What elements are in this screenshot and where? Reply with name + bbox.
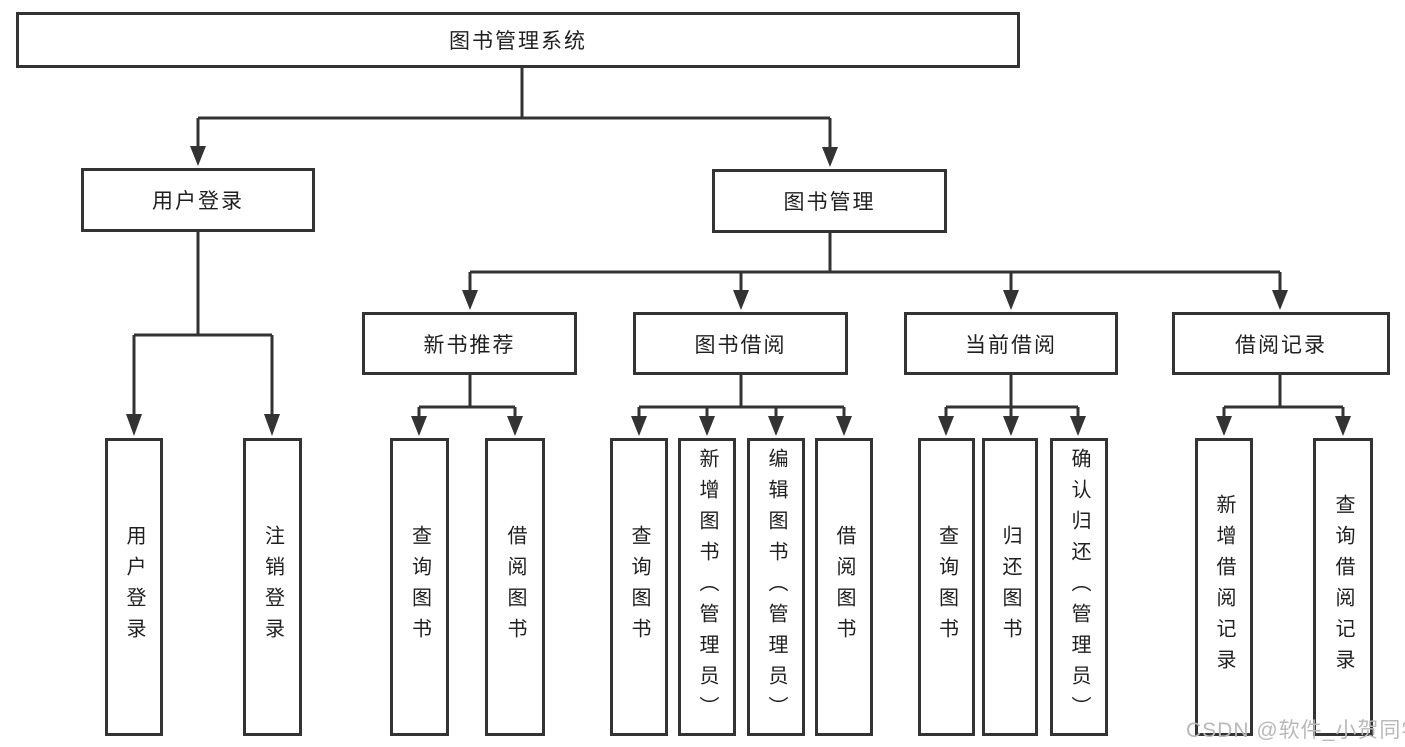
arrowhead [733,290,749,310]
node-label: 当前借阅 [965,333,1057,357]
arrowhead [126,414,142,436]
connector-root-fork [196,68,832,149]
leaf-label: 新增借阅记录 [1213,494,1235,680]
leaf-search-books-rec: 查询图书 [390,438,449,736]
arrowhead [507,416,523,436]
leaf-borrow-books-bb: 借阅图书 [815,438,873,736]
arrowhead [190,146,206,166]
connector-user-login-fork [132,232,274,416]
leaf-label: 借阅图书 [833,525,855,649]
node-library-management-system: 图书管理系统 [16,12,1020,68]
leaf-add-borrow-record: 新增借阅记录 [1195,438,1253,736]
arrowhead [836,416,852,436]
connector-book-mgmt-fork [468,233,1282,292]
connector-borrow-record-fork [1222,375,1345,418]
arrowhead [699,416,715,436]
arrowhead [768,416,784,436]
leaf-label: 查询图书 [935,525,958,649]
node-label: 借阅记录 [1235,333,1327,357]
leaf-borrow-books-rec: 借阅图书 [485,438,545,736]
node-current-borrowing: 当前借阅 [904,312,1118,375]
leaf-return-books: 归还图书 [982,438,1038,736]
leaf-label: 查询借阅记录 [1332,494,1354,680]
node-borrowing-records: 借阅记录 [1172,312,1390,375]
arrowhead [462,290,478,310]
connector-new-book-rec-fork [417,375,517,418]
leaf-user-login: 用户登录 [105,438,163,736]
arrowhead [631,416,647,436]
leaf-label: 新增图书（管理员） [696,447,718,727]
node-label: 用户登录 [152,190,244,213]
csdn-watermark: CSDN @软件_小贺同学 [1186,719,1405,742]
node-label: 图书管理 [783,191,876,214]
node-label: 图书管理系统 [449,30,587,53]
leaf-search-books-bb: 查询图书 [610,438,668,736]
arrowhead [1070,416,1086,436]
arrowhead [938,416,954,436]
leaf-search-books-cb: 查询图书 [918,438,975,736]
arrowhead [411,416,427,436]
connector-book-borrow-fork [637,375,846,418]
leaf-edit-books-admin: 编辑图书（管理员） [747,438,805,736]
arrowhead [264,414,280,436]
node-book-management-branch: 图书管理 [712,169,947,233]
arrowhead [1003,416,1019,436]
node-book-borrowing: 图书借阅 [633,312,848,375]
node-user-login-branch: 用户登录 [81,168,315,232]
leaf-add-books-admin: 新增图书（管理员） [678,438,736,736]
arrowhead [1272,290,1288,310]
arrowhead [1216,416,1232,436]
node-label: 图书借阅 [694,333,787,357]
node-label: 新书推荐 [423,333,516,357]
leaf-label: 确认归还（管理员） [1068,447,1090,727]
leaf-label: 查询图书 [408,525,431,649]
leaf-label: 用户登录 [123,525,145,649]
leaf-confirm-return-admin: 确认归还（管理员） [1050,438,1108,736]
leaf-label: 编辑图书（管理员） [765,447,787,727]
leaf-label: 借阅图书 [504,525,526,649]
connector-current-borrow-fork [944,375,1080,418]
leaf-label: 注销登录 [261,525,284,649]
arrowhead [1335,416,1351,436]
node-new-book-recommendation: 新书推荐 [362,312,577,375]
leaf-search-borrow-record: 查询借阅记录 [1313,438,1373,736]
arrowhead [822,147,838,167]
leaf-label: 查询图书 [628,525,650,649]
leaf-label: 归还图书 [999,525,1021,649]
arrowhead [1003,290,1019,310]
leaf-logout: 注销登录 [243,438,302,736]
